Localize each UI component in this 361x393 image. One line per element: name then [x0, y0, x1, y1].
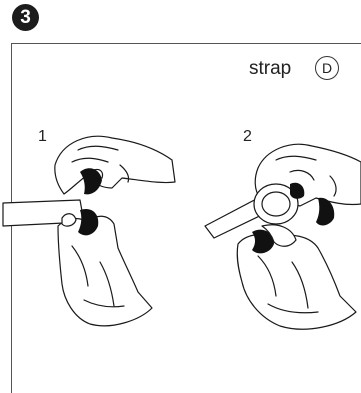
panel-2-illustration [205, 144, 361, 329]
panel-1-illustration [3, 136, 175, 326]
